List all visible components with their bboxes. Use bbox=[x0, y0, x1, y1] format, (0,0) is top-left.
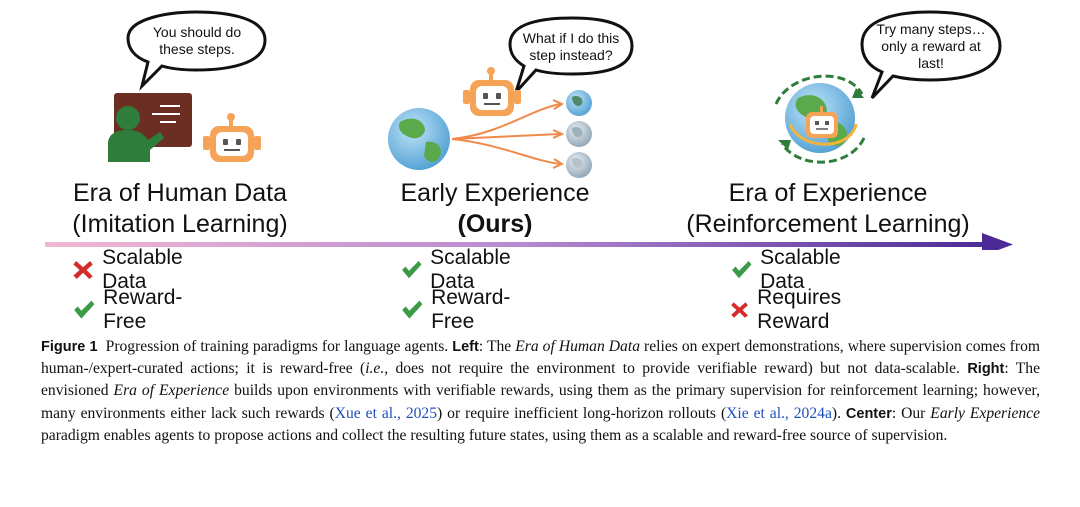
era-center-line2: (Ours) bbox=[457, 210, 533, 238]
property-label: Scalable Data bbox=[760, 246, 841, 293]
caption-text: , does not require the environment to pr… bbox=[384, 360, 960, 378]
bubble-text-center: What if I do this step instead? bbox=[522, 30, 620, 63]
era-left-line2: (Imitation Learning) bbox=[72, 210, 288, 238]
check-icon bbox=[402, 261, 422, 279]
caption-center-label: Center bbox=[845, 405, 892, 422]
property-label: Reward-Free bbox=[431, 286, 511, 333]
caption-text: : The envisioned bbox=[41, 360, 1040, 400]
teacher-icon bbox=[108, 93, 192, 162]
property-row: Scalable Data bbox=[400, 246, 521, 293]
robot-icon-center bbox=[463, 67, 521, 116]
check-icon bbox=[74, 300, 95, 319]
figure-caption: Figure 1 Progression of training paradig… bbox=[41, 336, 1040, 447]
citation-link[interactable]: Xue et al., 2025 bbox=[334, 404, 438, 422]
era-title-left: Era of Human Data (Imitation Learning) bbox=[30, 178, 330, 240]
property-row: Scalable Data bbox=[72, 246, 193, 293]
property-label: Scalable Data bbox=[430, 246, 511, 293]
caption-left-label: Left bbox=[452, 339, 479, 355]
bubble-text-right: Try many steps… only a reward at last! bbox=[876, 21, 986, 71]
speech-bubble-left bbox=[126, 10, 267, 91]
era-left-line1: Era of Human Data bbox=[73, 179, 287, 207]
caption-text: : Our bbox=[891, 404, 931, 422]
branch-arrows bbox=[451, 99, 565, 169]
progression-arrow bbox=[45, 233, 1013, 250]
future-state-globes bbox=[566, 90, 592, 178]
caption-em: Early Experience bbox=[930, 404, 1040, 422]
cross-icon bbox=[731, 302, 748, 318]
bubble-text-left: You should do these steps. bbox=[152, 24, 242, 57]
globe-icon-center bbox=[388, 108, 450, 170]
caption-em: Era of Human Data bbox=[515, 338, 640, 355]
caption-em: Era of Experience bbox=[113, 382, 230, 400]
property-row: Reward-Free bbox=[400, 286, 519, 333]
era-center-line1: Early Experience bbox=[400, 179, 590, 207]
robot-icon-left bbox=[203, 113, 261, 162]
era-right-line1: Era of Experience bbox=[728, 179, 928, 207]
caption-text: relies on expert demonstrations, where s… bbox=[41, 338, 1040, 378]
property-label: Reward-Free bbox=[103, 286, 183, 333]
check-icon bbox=[402, 300, 423, 319]
era-title-center: Early Experience (Ours) bbox=[345, 178, 645, 240]
caption-text: ) or require inefficient long-horizon ro… bbox=[437, 404, 727, 422]
caption-text: paradigm enables agents to propose actio… bbox=[41, 426, 948, 444]
era-right-line2: (Reinforcement Learning) bbox=[686, 210, 970, 238]
era-title-right: Era of Experience (Reinforcement Learnin… bbox=[668, 178, 988, 240]
caption-text: : The bbox=[478, 338, 516, 355]
speech-bubble-center bbox=[508, 16, 634, 94]
check-icon bbox=[732, 261, 752, 279]
robot-icon-right bbox=[806, 106, 838, 138]
property-label: Scalable Data bbox=[102, 246, 183, 293]
caption-intro: Progression of training paradigms for la… bbox=[105, 338, 449, 355]
property-row: Reward-Free bbox=[72, 286, 191, 333]
figure-label: Figure 1 bbox=[41, 339, 98, 355]
property-label: Requires Reward bbox=[757, 286, 842, 333]
property-row: Requires Reward bbox=[730, 286, 854, 333]
speech-bubble-right bbox=[860, 10, 1002, 100]
caption-text: ). bbox=[831, 404, 841, 422]
figure-illustration bbox=[45, 10, 1013, 250]
caption-em: i.e. bbox=[365, 360, 385, 378]
caption-text: builds upon environments with verifiable… bbox=[41, 382, 1040, 422]
cross-icon bbox=[73, 261, 93, 279]
citation-link[interactable]: Xie et al., 2024a bbox=[726, 404, 832, 422]
property-row: Scalable Data bbox=[730, 246, 851, 293]
caption-right-label: Right bbox=[967, 361, 1005, 378]
